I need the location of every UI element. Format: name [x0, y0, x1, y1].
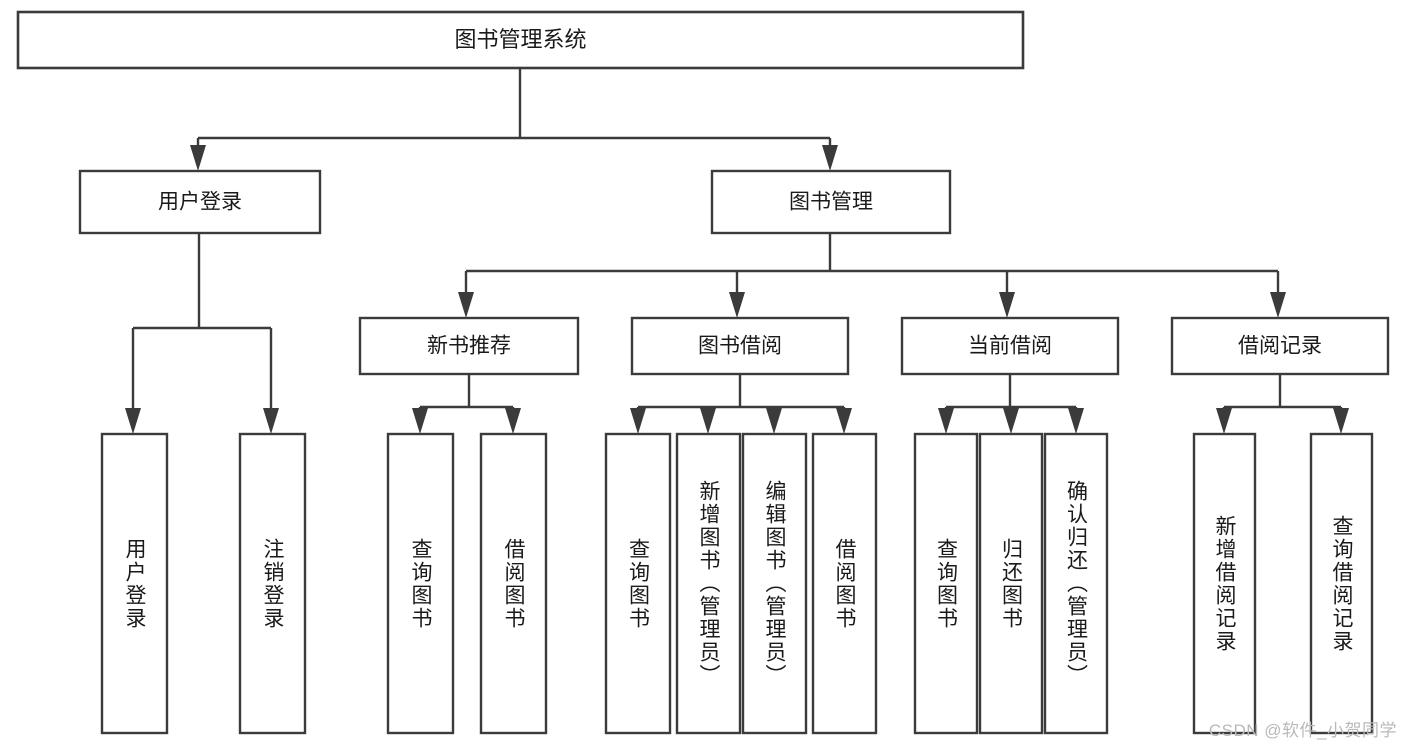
- node-level3-1[interactable]: 图书借阅: [630, 316, 850, 376]
- node-level2-1[interactable]: 图书管理: [710, 169, 952, 235]
- node-level3-1-label: 图书借阅: [698, 335, 782, 358]
- node-leaf-10-rect: [1043, 432, 1109, 735]
- group-3-drop-0-head: [1216, 408, 1232, 434]
- group-1-drop-2-head: [766, 408, 782, 434]
- node-level3-3-rect: [1170, 316, 1390, 376]
- login-drop-1-head: [263, 408, 279, 434]
- node-leaf-3-rect: [479, 432, 548, 735]
- group-1-drop-1-head: [700, 408, 716, 434]
- node-leaf-5-rect: [675, 432, 742, 735]
- node-leaf-10[interactable]: [1043, 432, 1109, 735]
- node-level3-2-rect: [900, 316, 1120, 376]
- node-leaf-0[interactable]: [100, 432, 169, 735]
- node-level2-1-label: 图书管理: [789, 191, 873, 214]
- group-2-drop-0-head: [938, 408, 954, 434]
- watermark: CSDN @软件_小贺同学: [1208, 721, 1397, 740]
- node-leaf-1-rect: [238, 432, 307, 735]
- manage-drop-0-head: [458, 292, 474, 318]
- node-leaf-0-rect: [100, 432, 169, 735]
- node-leaf-4[interactable]: [604, 432, 672, 735]
- root-drop-1-head: [822, 145, 838, 171]
- node-root-rect: [16, 10, 1025, 70]
- node-leaf-12-rect: [1309, 432, 1374, 735]
- node-level3-0-rect: [358, 316, 580, 376]
- connector-layer: [125, 68, 1349, 434]
- node-leaf-6[interactable]: [741, 432, 808, 735]
- node-root[interactable]: 图书管理系统: [16, 10, 1025, 70]
- node-level3-2-label: 当前借阅: [968, 335, 1052, 358]
- group-1-drop-3-head: [836, 408, 852, 434]
- node-root-label: 图书管理系统: [454, 27, 586, 52]
- manage-drop-1-head: [729, 292, 745, 318]
- group-2-drop-2-head: [1068, 408, 1084, 434]
- group-3-drop-1-head: [1333, 408, 1349, 434]
- group-0-drop-1-head: [505, 408, 521, 434]
- group-2-drop-1-head: [1003, 408, 1019, 434]
- node-level3-3-label: 借阅记录: [1238, 335, 1322, 358]
- node-level2-0-label: 用户登录: [158, 191, 242, 214]
- node-level2-0[interactable]: 用户登录: [78, 169, 322, 235]
- node-level2-0-rect: [78, 169, 322, 235]
- node-leaf-5[interactable]: [675, 432, 742, 735]
- node-leaf-7[interactable]: [811, 432, 878, 735]
- node-level3-3[interactable]: 借阅记录: [1170, 316, 1390, 376]
- manage-drop-3-head: [1270, 292, 1286, 318]
- node-leaf-8[interactable]: [913, 432, 979, 735]
- node-leaf-6-rect: [741, 432, 808, 735]
- group-0-drop-0-head: [412, 408, 428, 434]
- group-1-drop-0-head: [630, 408, 646, 434]
- node-leaf-9-rect: [978, 432, 1044, 735]
- node-level3-1-rect: [630, 316, 850, 376]
- node-leaf-12[interactable]: [1309, 432, 1374, 735]
- node-leaf-11[interactable]: [1192, 432, 1257, 735]
- node-level2-1-rect: [710, 169, 952, 235]
- root-drop-0-head: [190, 145, 206, 171]
- node-level3-0-label: 新书推荐: [427, 335, 511, 358]
- login-drop-0-head: [125, 408, 141, 434]
- node-leaf-11-rect: [1192, 432, 1257, 735]
- manage-drop-2-head: [999, 292, 1015, 318]
- node-leaf-2-rect: [386, 432, 455, 735]
- node-leaf-3[interactable]: [479, 432, 548, 735]
- node-leaf-7-rect: [811, 432, 878, 735]
- node-level3-2[interactable]: 当前借阅: [900, 316, 1120, 376]
- node-leaf-2[interactable]: [386, 432, 455, 735]
- node-leaf-1[interactable]: [238, 432, 307, 735]
- node-leaf-9[interactable]: [978, 432, 1044, 735]
- node-leaf-4-rect: [604, 432, 672, 735]
- node-leaf-8-rect: [913, 432, 979, 735]
- node-level3-0[interactable]: 新书推荐: [358, 316, 580, 376]
